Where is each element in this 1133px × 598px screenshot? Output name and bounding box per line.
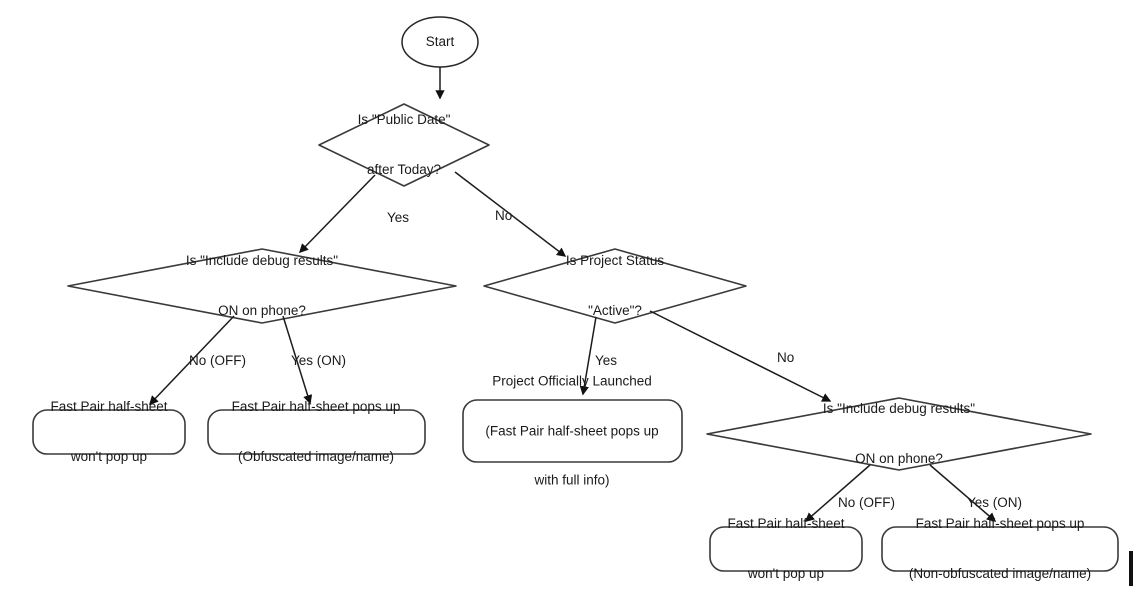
node-t3-shape[interactable] (462, 399, 683, 463)
edge-d2-to-t2-yes (282, 315, 313, 405)
edge-label-d2-no: No (OFF) (189, 353, 246, 368)
node-t2-shape[interactable] (207, 409, 426, 455)
node-d1-shape[interactable] (318, 103, 490, 187)
edge-d1-to-d2-yes (298, 174, 376, 254)
edge-d3-to-t3-yes (579, 316, 597, 396)
right-edge-artifact (1129, 551, 1133, 586)
edge-label-d2-yes: Yes (ON) (291, 353, 347, 368)
node-d2-shape[interactable] (67, 248, 457, 324)
edge-label-d1-yes: Yes (387, 210, 410, 225)
node-t4-shape[interactable] (709, 526, 863, 572)
node-t1-shape[interactable] (32, 409, 186, 455)
edge-d4-to-t4-no (804, 464, 871, 522)
edge-label-d4-no: No (OFF) (838, 495, 895, 510)
edge-d2-to-t1-no (148, 315, 235, 406)
node-start-shape[interactable] (401, 16, 479, 68)
edge-label-d3-no: No (777, 350, 795, 365)
edge-label-d1-no: No (495, 208, 513, 223)
edge-label-d4-yes: Yes (ON) (967, 495, 1023, 510)
edge-d1-to-d3-no (454, 171, 567, 257)
edge-label-d3-yes: Yes (595, 353, 618, 368)
edge-d3-to-d4-no (649, 310, 832, 402)
edge-d4-to-t5-yes (929, 464, 997, 522)
node-d4-shape[interactable] (706, 397, 1092, 471)
node-d3-shape[interactable] (483, 248, 747, 324)
node-t5-shape[interactable] (881, 526, 1119, 572)
